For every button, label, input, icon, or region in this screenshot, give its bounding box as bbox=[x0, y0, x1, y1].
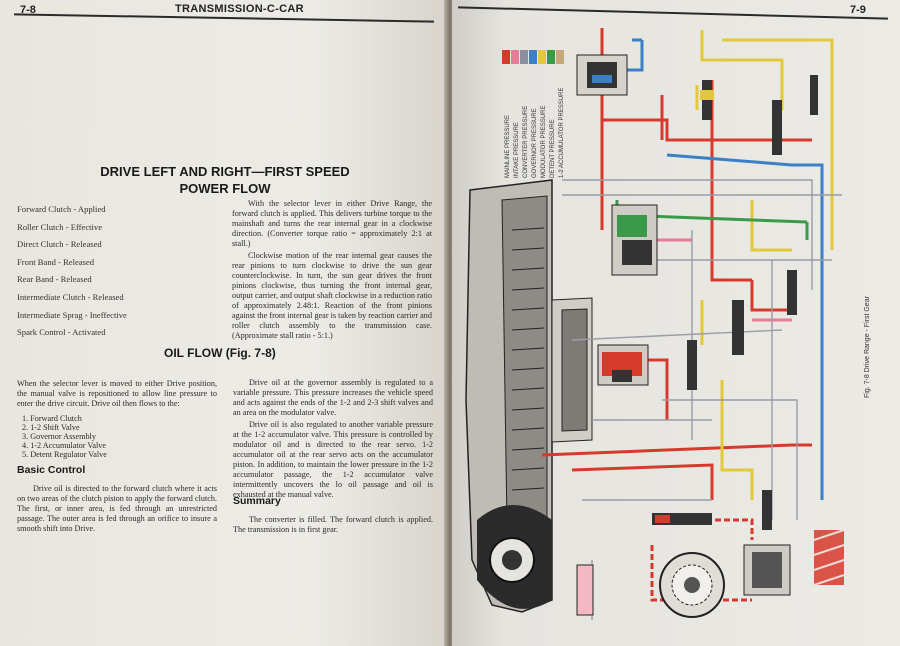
legend-swatch bbox=[556, 50, 564, 64]
right-page: 7-9 MAINLINE PRESSURE INTAKE PRESSURE CO… bbox=[452, 0, 900, 646]
status-item: Rear Band - Released bbox=[17, 274, 92, 285]
basic-control-text: Drive oil is directed to the forward clu… bbox=[17, 484, 217, 533]
legend-swatch bbox=[529, 50, 537, 64]
figure-caption: Fig. 7-8 Drive Range - First Gear bbox=[864, 296, 871, 398]
section-title-line2: POWER FLOW bbox=[179, 181, 271, 196]
power-flow-paragraph: With the selector lever in either Drive … bbox=[232, 199, 432, 248]
right-page-number: 7-9 bbox=[850, 4, 866, 16]
status-item: Intermediate Clutch - Released bbox=[17, 291, 124, 302]
legend-swatch bbox=[502, 50, 510, 64]
oil-flow-list: 1. Forward Clutch 2. 1-2 Shift Valve 3. … bbox=[22, 414, 212, 459]
legend-swatch bbox=[538, 50, 546, 64]
right-column-text: Drive oil at the governor assembly is re… bbox=[233, 378, 433, 500]
governor-assembly bbox=[576, 529, 845, 618]
basic-control-title: Basic Control bbox=[17, 464, 86, 476]
status-item: Direct Clutch - Released bbox=[17, 239, 102, 250]
power-flow-paragraph: Clockwise motion of the rear internal ge… bbox=[232, 251, 432, 340]
oil-flow-intro: When the selector lever is moved to eith… bbox=[17, 379, 217, 408]
legend-swatch bbox=[511, 50, 519, 64]
right-column-paragraph: Drive oil is also regulated to another v… bbox=[233, 420, 433, 499]
list-item: 4. 1-2 Accumulator Valve bbox=[22, 441, 106, 450]
power-flow-text: With the selector lever in either Drive … bbox=[232, 199, 432, 341]
status-item: Intermediate Sprag - Ineffective bbox=[17, 309, 127, 320]
summary-text: The converter is filled. The forward clu… bbox=[233, 515, 433, 534]
right-column-paragraph: Drive oil at the governor assembly is re… bbox=[233, 378, 433, 417]
hydraulic-circuit-diagram bbox=[465, 28, 845, 620]
list-item: 1. Forward Clutch bbox=[22, 414, 82, 423]
status-item: Roller Clutch - Effective bbox=[17, 221, 103, 232]
status-item: Front Band - Released bbox=[17, 256, 95, 267]
list-item: 2. 1-2 Shift Valve bbox=[22, 423, 80, 432]
section-title-line1: DRIVE LEFT AND RIGHT—FIRST SPEED bbox=[100, 164, 350, 179]
list-item: 5. Detent Regulator Valve bbox=[22, 450, 107, 459]
oil-flow-title: OIL FLOW (Fig. 7-8) bbox=[164, 346, 276, 360]
section-title: DRIVE LEFT AND RIGHT—FIRST SPEED POWER F… bbox=[100, 163, 350, 197]
left-page-number: 7-8 bbox=[20, 4, 36, 16]
transmission-cross-section bbox=[465, 179, 593, 613]
status-item: Spark Control - Activated bbox=[17, 327, 106, 338]
running-header: TRANSMISSION-C-CAR bbox=[175, 3, 304, 15]
legend-swatch bbox=[520, 50, 528, 64]
legend-swatch bbox=[547, 50, 555, 64]
status-list: Forward Clutch - Applied Roller Clutch -… bbox=[17, 201, 217, 342]
left-page: 7-8 TRANSMISSION-C-CAR DRIVE LEFT AND RI… bbox=[0, 0, 448, 646]
summary-title: Summary bbox=[233, 495, 281, 507]
list-item: 3. Governor Assembly bbox=[22, 432, 96, 441]
status-item: Forward Clutch - Applied bbox=[17, 204, 106, 214]
